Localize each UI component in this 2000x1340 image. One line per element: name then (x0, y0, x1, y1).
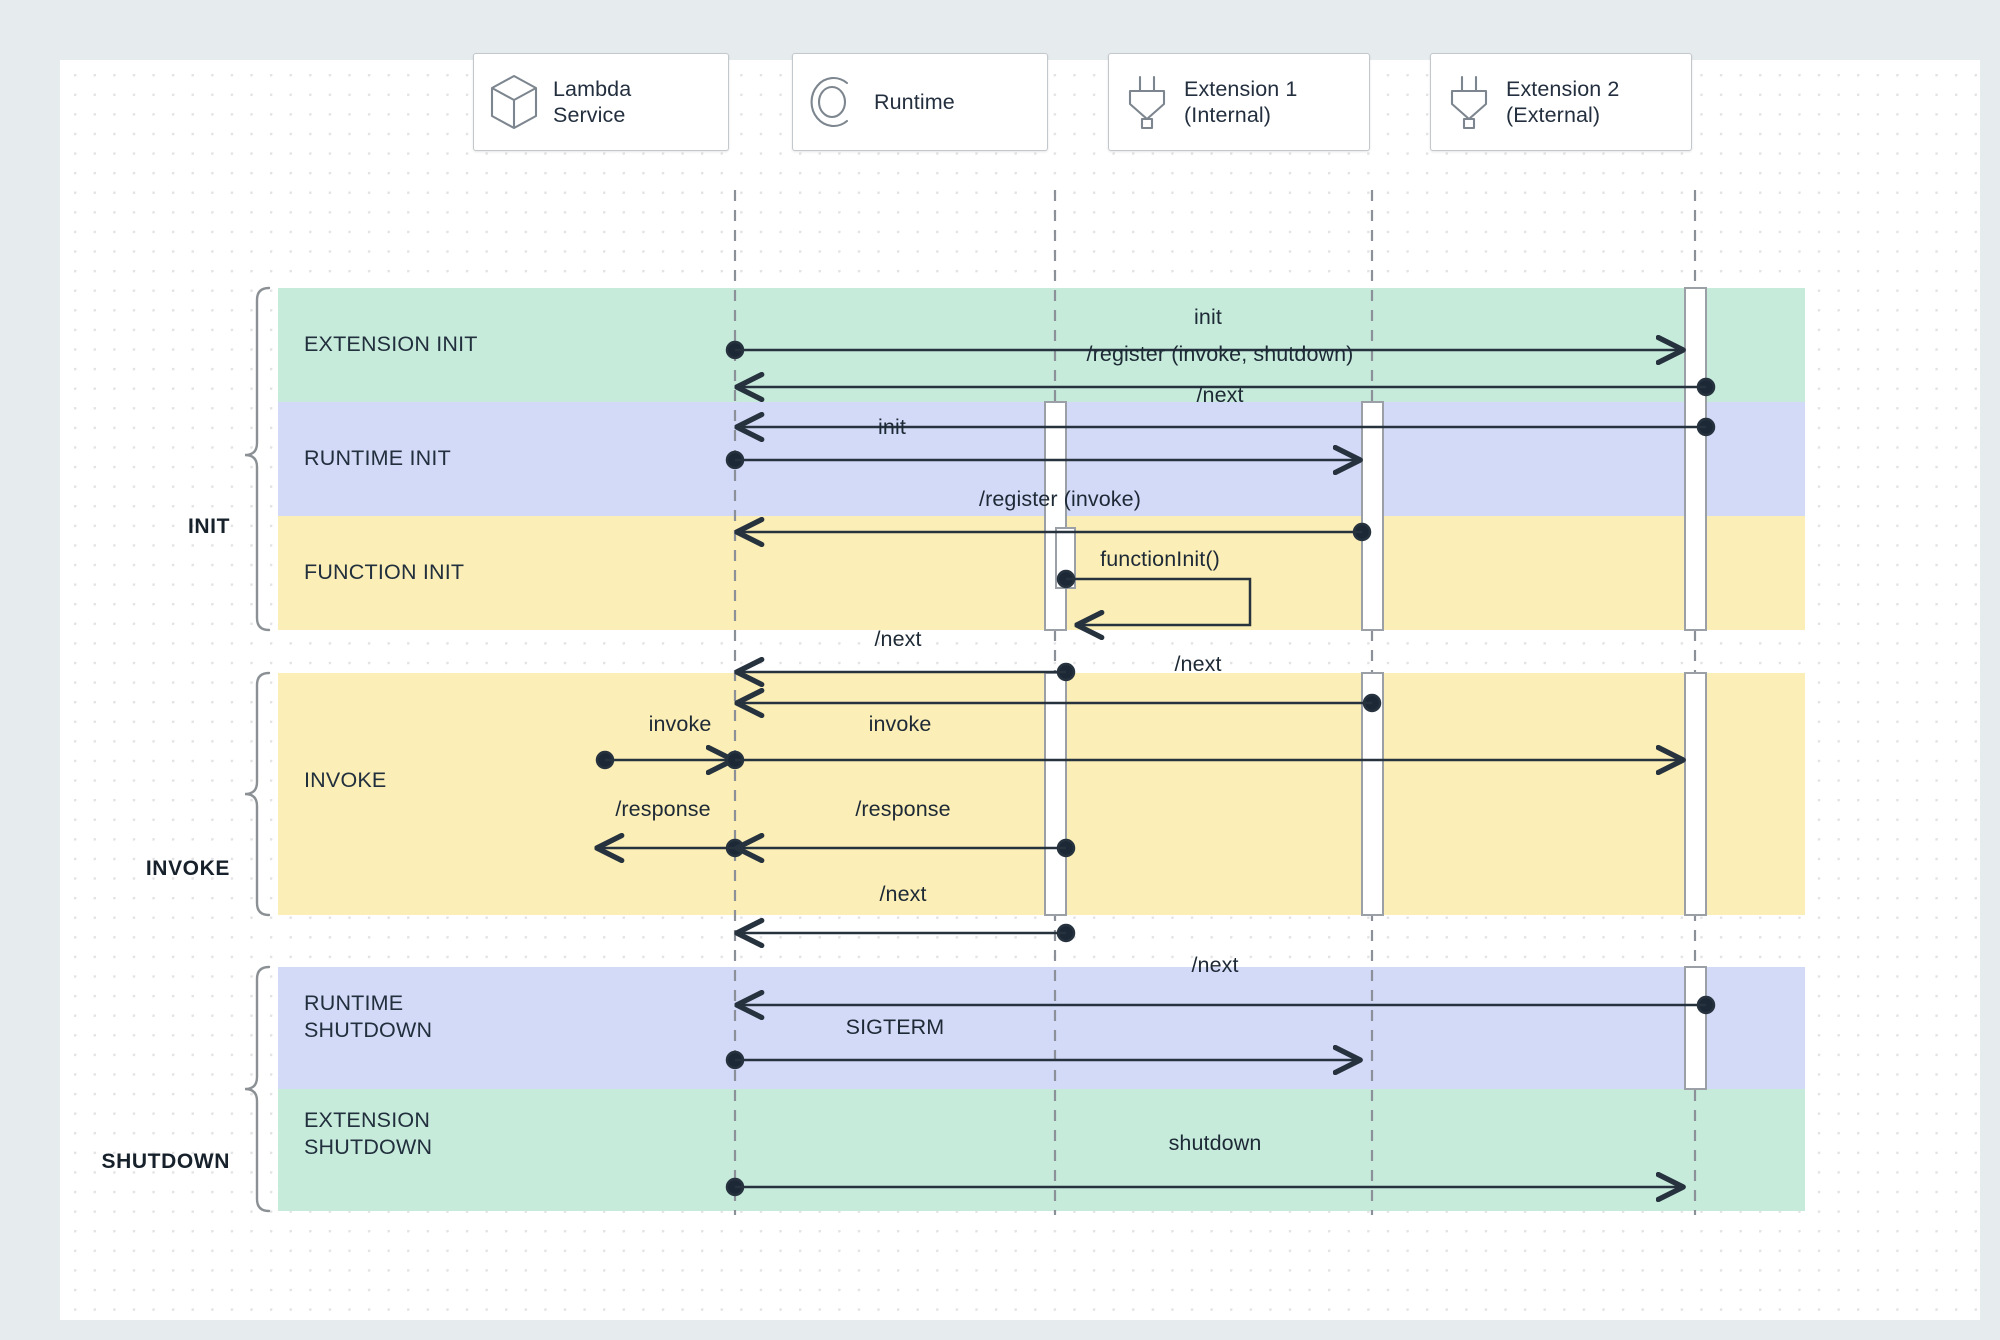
message-m3-next (738, 419, 1716, 435)
activation-runtime-init (1044, 401, 1067, 631)
activation-ext2-invoke (1684, 672, 1707, 916)
participant-lambda-service[interactable]: Lambda Service (473, 53, 729, 151)
bands-layer (244, 286, 1805, 1213)
band-function-init (278, 516, 1805, 630)
band-label-runtime-shutdown: RUNTIME SHUTDOWN (304, 991, 433, 1042)
group-label-invoke: INVOKE (145, 857, 230, 880)
message-m15-sigterm (725, 1052, 1359, 1068)
message-label-m8: /next (1174, 652, 1222, 676)
plug-icon (1445, 73, 1493, 131)
group-label-init: INIT (187, 515, 230, 538)
message-label-m7: /next (874, 627, 922, 651)
message-label-m16: shutdown (1168, 1131, 1262, 1155)
message-m5-register (738, 524, 1372, 540)
participant-label: Runtime (874, 90, 955, 114)
sequence-layer (60, 190, 1716, 1215)
activation-ext1-init (1361, 401, 1384, 631)
activation-runtime-invoke (1044, 672, 1067, 916)
message-m6-functioninit (1056, 569, 1252, 625)
message-label-m1: init (1194, 305, 1222, 329)
message-label-m4: init (878, 415, 906, 439)
message-m12-response (738, 840, 1076, 856)
band-label-function-init: FUNCTION INIT (304, 560, 465, 584)
band-extension-shutdown (278, 1089, 1805, 1211)
band-label-invoke: INVOKE (304, 768, 387, 792)
message-label-m15: SIGTERM (845, 1015, 945, 1039)
activation-ext1-invoke (1361, 672, 1384, 916)
band-invoke (278, 673, 1805, 915)
message-m7-next (738, 664, 1076, 680)
participant-extension-1[interactable]: Extension 1 (Internal) (1108, 53, 1370, 151)
message-m8-next (738, 695, 1382, 711)
message-label-m6: functionInit() (1100, 547, 1220, 571)
message-m1-init (725, 342, 1682, 358)
message-m13-next (738, 925, 1076, 941)
plug-icon (1123, 73, 1171, 131)
message-m11-response (598, 840, 745, 856)
message-m2-register (738, 379, 1716, 395)
participant-label: Extension 2 (External) (1506, 77, 1620, 127)
band-label-extension-init: EXTENSION INIT (304, 332, 478, 356)
circle-loader-icon (807, 74, 861, 130)
cube-icon (488, 73, 540, 131)
message-label-m9: invoke (648, 712, 712, 736)
message-label-m12: /response (855, 797, 951, 821)
brace-init (244, 286, 271, 632)
activation-ext2-init (1684, 287, 1707, 631)
participant-extension-2[interactable]: Extension 2 (External) (1430, 53, 1692, 151)
message-label-m2: /register (invoke, shutdown) (1086, 342, 1354, 366)
participant-runtime[interactable]: Runtime (792, 53, 1048, 151)
message-label-m13: /next (879, 882, 927, 906)
band-extension-init (278, 288, 1805, 402)
message-m10-invoke (725, 752, 1682, 768)
diagram-canvas: Lambda Service Runtime Extension 1 (Inte… (60, 53, 1980, 1320)
brace-invoke (244, 671, 271, 917)
brace-shutdown (244, 965, 271, 1213)
band-label-extension-shutdown: EXTENSION SHUTDOWN (304, 1108, 433, 1159)
participant-label: Lambda Service (553, 77, 632, 127)
band-runtime-shutdown (278, 967, 1805, 1089)
message-label-m14: /next (1191, 953, 1239, 977)
band-label-runtime-init: RUNTIME INIT (304, 446, 451, 470)
message-m9-invoke (595, 752, 732, 768)
message-m16-shutdown (725, 1179, 1682, 1195)
message-m14-next (738, 997, 1716, 1013)
message-label-m10: invoke (868, 712, 932, 736)
activation-ext2-shutdown (1684, 966, 1707, 1090)
message-label-m3: /next (1196, 383, 1244, 407)
message-label-m11: /response (615, 797, 711, 821)
group-label-shutdown: SHUTDOWN (101, 1150, 230, 1173)
participant-label: Extension 1 (Internal) (1184, 77, 1298, 127)
message-label-m5: /register (invoke) (979, 487, 1141, 511)
message-m4-init (725, 452, 1359, 468)
